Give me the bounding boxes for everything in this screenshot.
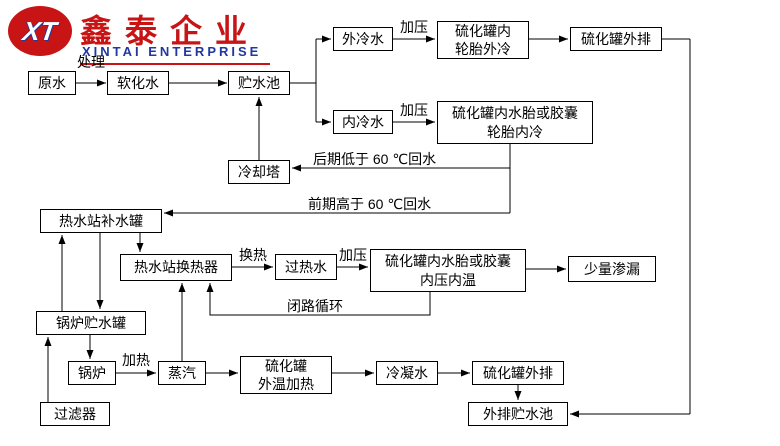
node-line: 硫化罐内水胎或胶囊 (452, 105, 578, 122)
node-discharge-storage-pool: 外排贮水池 (468, 402, 568, 426)
node-storage-pool: 贮水池 (228, 71, 290, 95)
edge-label-treatment: 处理 (77, 54, 105, 70)
node-internal-cooling-water: 内冷水 (333, 110, 393, 134)
node-tank-discharge-top: 硫化罐外排 (570, 27, 662, 51)
node-boiler: 锅炉 (68, 361, 116, 385)
node-line: 轮胎内冷 (487, 123, 543, 140)
edge-label-pressurize-mid: 加压 (400, 102, 428, 118)
node-line: 硫化罐 (265, 357, 307, 374)
node-tank-discharge-bottom: 硫化罐外排 (472, 361, 564, 385)
edge-label-pressurize-lower: 加压 (339, 247, 367, 263)
company-name-english: XINTAI ENTERPRISE (82, 44, 262, 59)
node-line: 硫化罐内 (455, 22, 511, 39)
node-hot-water-makeup-tank: 热水站补水罐 (40, 209, 162, 233)
node-condensate: 冷凝水 (376, 361, 438, 385)
edge-label-heat-exchange: 换热 (239, 247, 267, 263)
edge-label-late-return: 后期低于 60 ℃回水 (313, 151, 437, 167)
node-line: 轮胎外冷 (455, 41, 511, 57)
edge-label-closed-loop: 闭路循环 (287, 298, 343, 314)
node-tank-bladder-internal-cooling: 硫化罐内水胎或胶囊 轮胎内冷 (437, 101, 593, 144)
node-line: 内压内温 (420, 271, 476, 288)
node-tank-bladder-pressure-temp: 硫化罐内水胎或胶囊 内压内温 (370, 249, 526, 292)
node-boiler-storage-tank: 锅炉贮水罐 (36, 311, 146, 335)
node-steam: 蒸汽 (158, 361, 206, 385)
node-line: 硫化罐内水胎或胶囊 (385, 253, 511, 270)
node-superheated-water: 过热水 (275, 254, 337, 280)
logo-underline (80, 63, 270, 65)
node-cooling-tower: 冷却塔 (228, 160, 290, 184)
node-softened-water: 软化水 (107, 71, 169, 95)
node-tank-external-heating: 硫化罐 外温加热 (240, 356, 332, 394)
company-name-chinese: 鑫泰企业 (80, 13, 261, 49)
node-external-cooling-water: 外冷水 (333, 27, 393, 51)
node-slight-leakage: 少量渗漏 (568, 256, 656, 282)
node-hot-water-heat-exchanger: 热水站换热器 (120, 254, 232, 281)
logo-monogram: XT (21, 15, 59, 46)
company-logo: XT 鑫泰企业 XINTAI ENTERPRISE (0, 0, 290, 70)
edge-label-heating: 加热 (122, 352, 150, 368)
node-tank-tire-external-cooling: 硫化罐内 轮胎外冷 (437, 21, 529, 59)
node-filter: 过滤器 (40, 402, 110, 426)
edge-label-early-return: 前期高于 60 ℃回水 (308, 196, 432, 212)
logo-oval-icon: XT (8, 6, 72, 56)
node-raw-water: 原水 (28, 71, 76, 95)
node-line: 外温加热 (258, 376, 314, 392)
edge-label-pressurize-top: 加压 (400, 19, 428, 35)
